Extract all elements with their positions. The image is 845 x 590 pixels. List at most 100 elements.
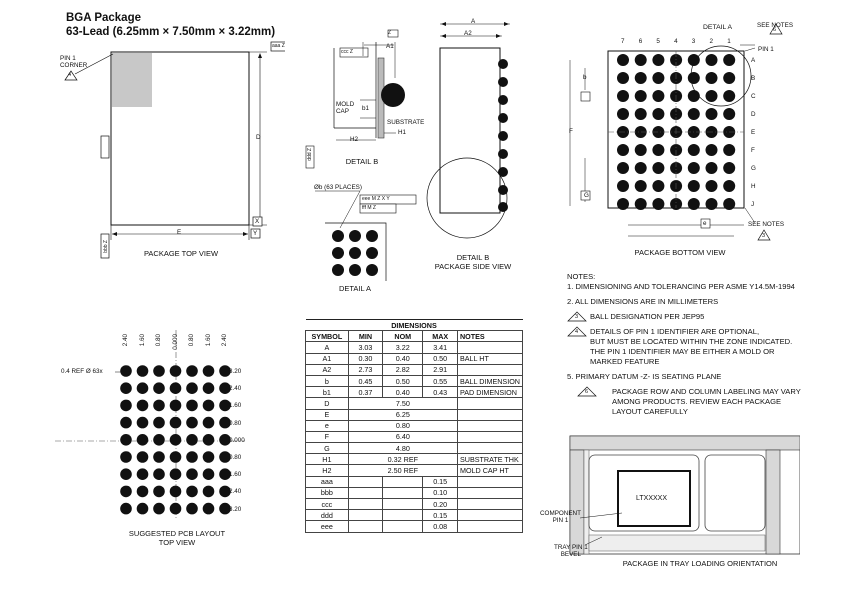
table-cell (456, 408, 524, 421)
table-cell: 0.50 (422, 352, 458, 365)
pin1-label: PIN 1 (758, 46, 774, 53)
pcb-pad (169, 416, 182, 429)
table-cell: BALL HT (456, 352, 524, 365)
pcb-pad (169, 382, 182, 394)
bottom-row-label: H (751, 183, 756, 190)
pcb-column-label: 0.000 (171, 334, 179, 350)
bottom-row-label: C (751, 93, 756, 100)
notes-section: NOTES: 1. DIMENSIONING AND TOLERANCING P… (567, 272, 837, 417)
pcb-pad (186, 502, 198, 515)
pin1-corner-label: PIN 1 CORNER (60, 55, 88, 69)
table-cell (456, 497, 524, 511)
table-cell (456, 341, 524, 354)
tray-component (617, 470, 691, 527)
table-cell (347, 486, 384, 500)
pcb-pad (186, 468, 198, 480)
dimension-f-label: F (569, 128, 573, 135)
pcb-row-label: 1.60 (229, 402, 242, 410)
bottom-ball (617, 162, 629, 174)
bottom-ball (634, 162, 647, 174)
table-cell: e (305, 419, 349, 432)
bottom-ball (652, 90, 665, 102)
detail-b-callout-circle (426, 157, 508, 239)
pcb-pad (136, 434, 149, 446)
fff-reference: fff M Z (362, 205, 376, 211)
pcb-pad (202, 399, 215, 412)
note-3-flag-icon (567, 311, 587, 322)
pcb-row-label: 3.20 (229, 505, 242, 513)
pcb-pad (219, 502, 231, 515)
dimension-h2-label: H2 (350, 136, 359, 143)
table-cell: 3.22 (382, 341, 424, 354)
table-cell: D (305, 397, 349, 410)
detail-a: Øb (63 PLACES) eee M Z X Y fff M Z DETAI… (310, 183, 422, 293)
note-4-marker: 4 (68, 72, 72, 78)
ddd-reference: ddd Z (307, 148, 313, 161)
pcb-pad (136, 416, 149, 429)
pcb-layout-drawing (55, 330, 245, 518)
pcb-row-label: 2.40 (229, 488, 242, 496)
bottom-column-label: 1 (727, 38, 731, 45)
bottom-column-label: 4 (674, 38, 678, 45)
eee-reference: eee M Z X Y (362, 196, 390, 202)
pcb-pad (136, 468, 149, 480)
bottom-ball (652, 54, 665, 66)
note-3: 3 BALL DESIGNATION PER JEP95 (567, 311, 837, 322)
side-view-caption: DETAIL B PACKAGE SIDE VIEW (434, 253, 512, 271)
dimension-b-label: b (583, 74, 587, 81)
pcb-pad (186, 451, 198, 463)
pcb-pad (169, 399, 182, 412)
table-cell: 3.41 (422, 341, 458, 354)
bottom-ball (705, 162, 718, 174)
pcb-pad (136, 451, 149, 463)
bottom-row-label: J (751, 201, 755, 208)
see-notes-top: SEE NOTES (757, 22, 794, 29)
bottom-column-label: 6 (638, 38, 643, 45)
datum-x-label: X (255, 218, 260, 225)
note-4: 4 DETAILS OF PIN 1 IDENTIFIER ARE OPTION… (567, 326, 837, 367)
pcb-pad (153, 365, 165, 377)
table-cell (456, 475, 524, 488)
table-cell: 2.82 (382, 363, 424, 376)
table-cell: 2.50 REF (347, 464, 458, 477)
bottom-ball (617, 54, 629, 66)
bottom-ball (723, 162, 736, 174)
pcb-pad (136, 382, 149, 394)
table-cell: 0.30 (347, 352, 384, 365)
pcb-pad (136, 485, 149, 498)
pcb-pad (186, 382, 198, 394)
dimensions-table-header: SYMBOL MIN NOM MAX NOTES (305, 330, 524, 343)
bottom-ball (670, 198, 683, 210)
pcb-column-label: 1.60 (138, 334, 146, 347)
pcb-column-label: 1.60 (204, 334, 212, 347)
bottom-column-label: 5 (656, 38, 660, 45)
package-top-view: PIN 1 CORNER 4 aaa Z bbb Z D E X Y PACKA… (55, 40, 294, 260)
table-cell (382, 520, 424, 533)
table-cell (456, 397, 524, 410)
pcb-row-label: 2.40 (229, 385, 242, 393)
dimension-e-label: E (177, 229, 182, 236)
pcb-row-label: 1.60 (229, 471, 242, 479)
bottom-ball (652, 144, 665, 156)
bottom-row-label: F (751, 147, 755, 154)
table-cell: 0.15 (422, 509, 458, 522)
dimension-d-label: D (256, 134, 261, 141)
note-2: 2. ALL DIMENSIONS ARE IN MILLIMETERS (567, 297, 719, 306)
pcb-pad (153, 485, 165, 498)
table-cell: 0.50 (382, 374, 424, 388)
pcb-row-label: 0.80 (229, 454, 242, 461)
table-cell (456, 520, 524, 533)
see-notes-bottom: SEE NOTES (748, 221, 785, 228)
pcb-pad (153, 434, 165, 446)
